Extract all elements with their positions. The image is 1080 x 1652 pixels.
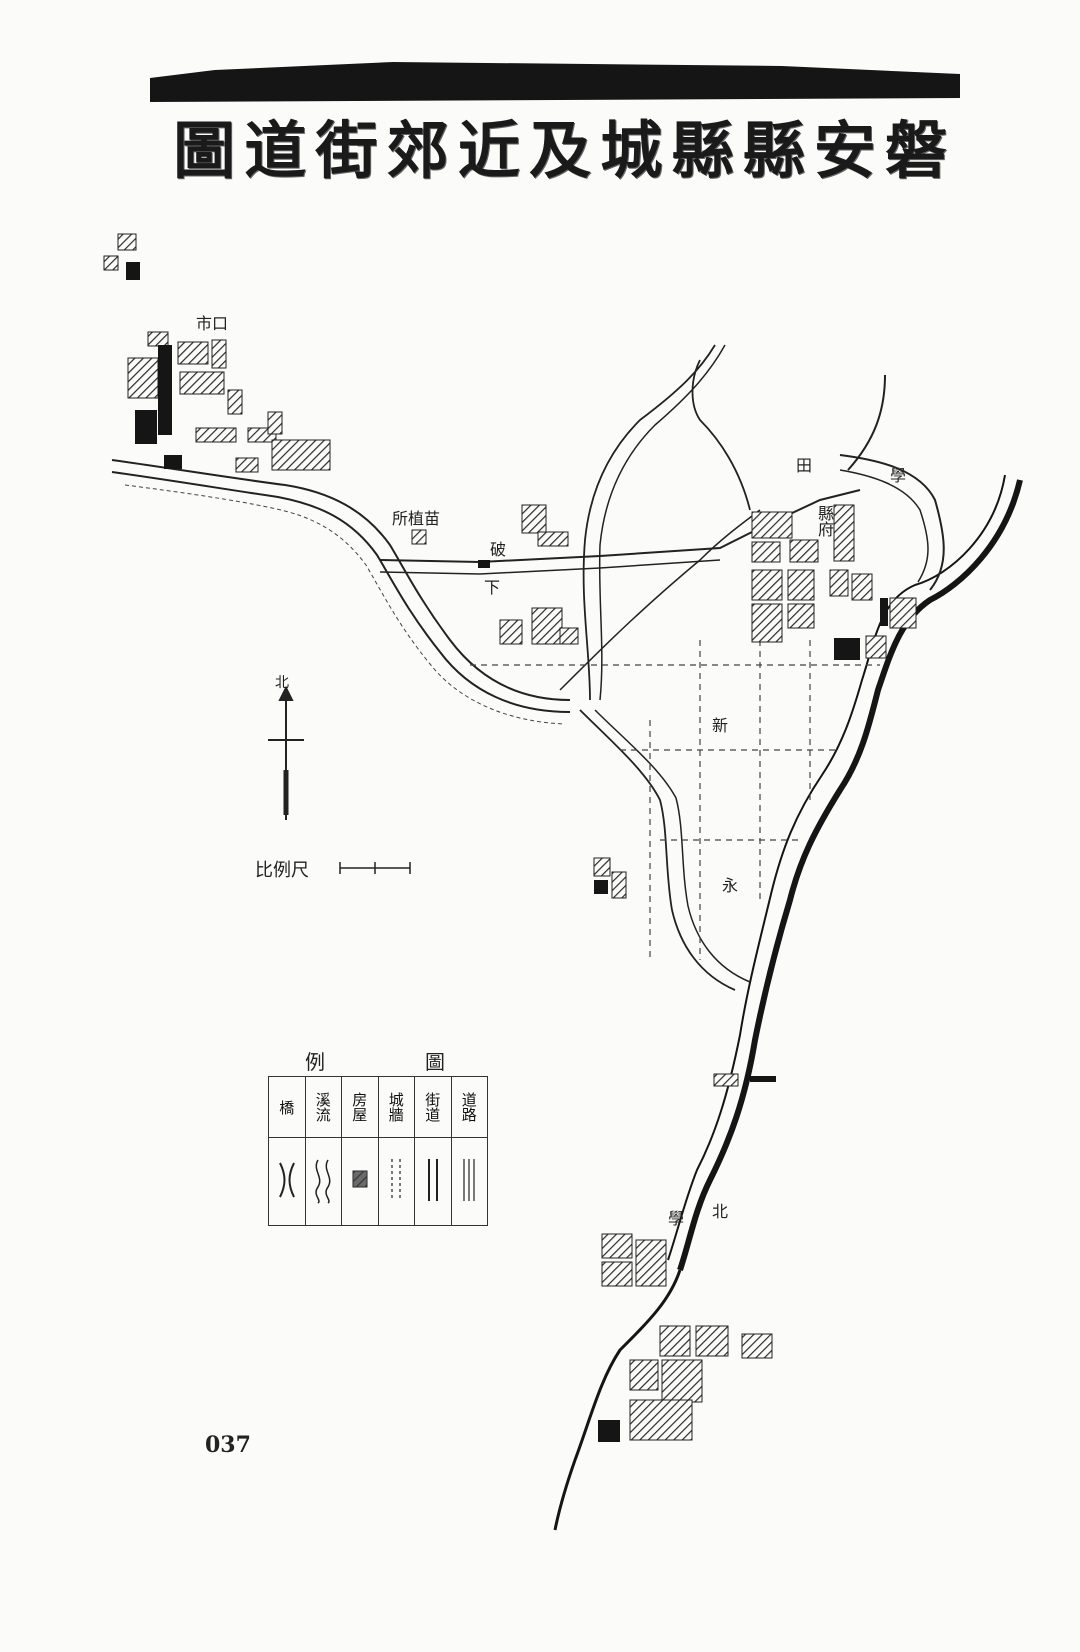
road-diagonal: [559, 509, 761, 691]
label-bei: 北: [712, 1202, 729, 1221]
road-south: [579, 709, 736, 991]
legend-label-street: 街道: [414, 1076, 452, 1138]
scale-label: 比例尺: [255, 860, 309, 881]
legend-title-char: 圖: [425, 1050, 445, 1074]
legend-label-road: 道路: [450, 1076, 488, 1138]
road-north-3: [691, 359, 751, 511]
legend-symbol-house: [341, 1137, 379, 1226]
legend-symbol-bridge: [268, 1137, 306, 1226]
stream-north-feeder: [847, 374, 886, 471]
legend-symbol-wall: [377, 1137, 415, 1226]
scale-bar: [339, 862, 411, 874]
buildings-south-middle: [593, 857, 776, 1087]
label-yong: 永: [722, 876, 739, 895]
north-label: 北: [275, 675, 289, 691]
label-shikou: 市口: [196, 314, 229, 333]
road-south-2: [594, 709, 751, 983]
legend-symbol-street: [414, 1137, 452, 1226]
road-north-2: [598, 344, 726, 701]
legend-symbol-stream: [304, 1137, 342, 1226]
legend-label-stream: 溪流: [304, 1076, 342, 1138]
creek-west-inner: [111, 471, 571, 713]
legend: 橋 溪流 房屋 城牆 街道 道路: [268, 1076, 488, 1226]
label-po: 破: [490, 540, 507, 559]
north-arrow: [268, 685, 304, 820]
title-char: 安: [813, 114, 876, 187]
buildings-central: [411, 504, 579, 645]
title-char: 圖: [173, 114, 236, 187]
label-xin: 新: [712, 716, 729, 735]
title-char: 磐: [884, 114, 947, 187]
river-west-bank: [667, 474, 1006, 1261]
buildings-county-town: [751, 504, 917, 660]
title-char: 街: [315, 114, 378, 187]
label-nursery: 所植苗: [392, 509, 441, 528]
title-char: 縣: [742, 114, 805, 187]
title-ink-band: [150, 62, 960, 102]
legend-label-bridge: 橋: [268, 1076, 306, 1138]
title-char: 城: [600, 114, 663, 187]
planned-streets-dashed: [470, 640, 880, 960]
title-char: 縣: [671, 114, 734, 187]
road-north-1: [582, 344, 716, 701]
title-char: 道: [244, 114, 307, 187]
label-tian: 田: [796, 456, 813, 475]
legend-title-char: 例: [305, 1050, 325, 1074]
creek-west: [111, 459, 571, 701]
river-east-bank: [677, 479, 1023, 1271]
legend-label-wall: 城牆: [377, 1076, 415, 1138]
legend-symbol-road: [450, 1137, 488, 1226]
stream-northeast: [839, 454, 945, 591]
legend-title: 例圖: [305, 1046, 445, 1075]
label-xue: 學: [890, 466, 907, 485]
legend-label-house: 房屋: [341, 1076, 379, 1138]
legend-table: 橋 溪流 房屋 城牆 街道 道路: [268, 1076, 488, 1226]
creek-west-dashed: [124, 484, 566, 725]
river-lower-course: [553, 1269, 682, 1531]
map-title: 磐安縣縣城及近郊街道圖: [170, 100, 950, 190]
label-xia: 下: [484, 578, 501, 597]
road-main-east-west-2: [379, 559, 721, 575]
title-char: 及: [529, 114, 592, 187]
page-number: 037: [205, 1432, 251, 1458]
stream-northeast-inner: [839, 469, 929, 583]
title-char: 近: [457, 114, 520, 187]
buildings-northwest-cluster: [103, 233, 140, 280]
label-school-south: 學: [665, 1210, 684, 1226]
buildings-shikou: [127, 331, 331, 473]
title-char: 郊: [386, 114, 449, 187]
buildings-south-village: [598, 1233, 773, 1442]
label-county-office: 縣府: [815, 505, 834, 537]
